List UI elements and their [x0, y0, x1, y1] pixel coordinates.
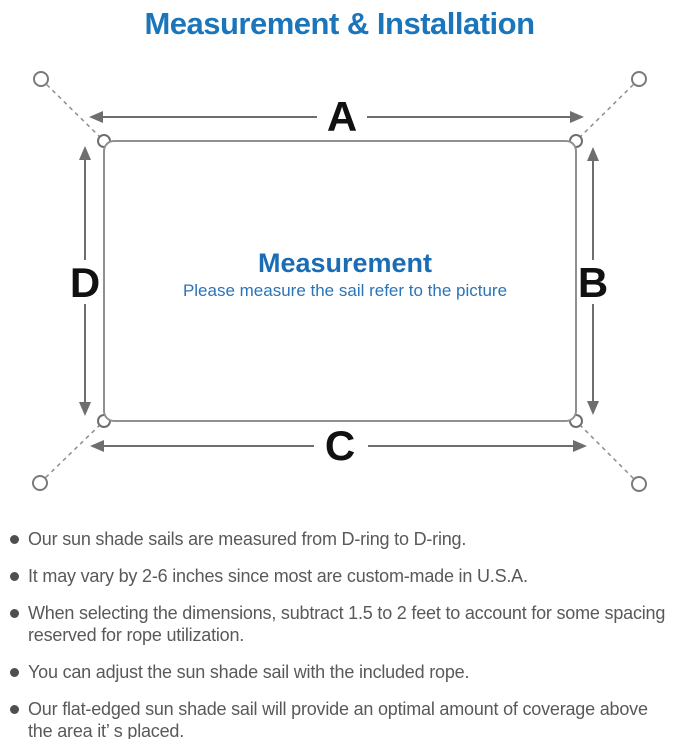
dimension-label-c: C [325, 422, 355, 469]
rope-line-top-left [40, 78, 105, 142]
list-item: When selecting the dimensions, subtract … [10, 603, 671, 647]
dimension-label-d: D [70, 259, 100, 306]
diagram-center-heading: Measurement [258, 248, 432, 278]
bullet-icon [10, 608, 19, 618]
arrowhead-down-icon [587, 401, 599, 415]
bullet-icon [10, 704, 19, 714]
diagram-center-subtitle: Please measure the sail refer to the pic… [183, 281, 507, 300]
dimension-arrow-c [90, 440, 587, 452]
rope-line-bottom-left [39, 420, 105, 484]
anchor-point-bottom-right [631, 476, 647, 492]
arrowhead-up-icon [587, 147, 599, 161]
anchor-point-top-right [631, 71, 647, 87]
list-item: It may vary by 2-6 inches since most are… [10, 566, 671, 588]
anchor-point-bottom-left [32, 475, 48, 491]
bullet-icon [10, 535, 19, 544]
list-item: Our sun shade sails are measured from D-… [10, 529, 671, 551]
sail-outline [103, 140, 577, 422]
arrowhead-left-icon [90, 440, 104, 452]
note-text: Our flat-edged sun shade sail will provi… [28, 698, 648, 739]
note-text: It may vary by 2-6 inches since most are… [28, 565, 528, 586]
list-item: You can adjust the sun shade sail with t… [10, 662, 671, 684]
anchor-point-top-left [33, 71, 49, 87]
note-text: Our sun shade sails are measured from D-… [28, 529, 467, 549]
note-text: You can adjust the sun shade sail with t… [28, 661, 470, 682]
bullet-icon [10, 667, 19, 677]
bullet-icon [10, 571, 19, 581]
notes-list: Our sun shade sails are measured from D-… [0, 515, 679, 739]
list-item: Our flat-edged sun shade sail will provi… [10, 699, 671, 739]
dimension-arrow-b [587, 147, 599, 415]
arrowhead-left-icon [89, 111, 103, 123]
arrowhead-up-icon [79, 146, 91, 160]
rope-line-top-right [575, 78, 640, 142]
arrowhead-right-icon [573, 440, 587, 452]
measurement-diagram: A C D B Measurement Please measure the s… [32, 71, 647, 492]
arrowhead-down-icon [79, 402, 91, 416]
dimension-label-b: B [578, 259, 608, 306]
rope-line-bottom-right [575, 420, 640, 485]
page-title: Measurement & Installation [144, 6, 535, 41]
arrowhead-right-icon [570, 111, 584, 123]
dimension-arrow-a [89, 111, 584, 123]
dimension-label-a: A [327, 93, 357, 140]
dimension-arrow-d [79, 146, 91, 416]
note-text: When selecting the dimensions, subtract … [28, 602, 666, 645]
